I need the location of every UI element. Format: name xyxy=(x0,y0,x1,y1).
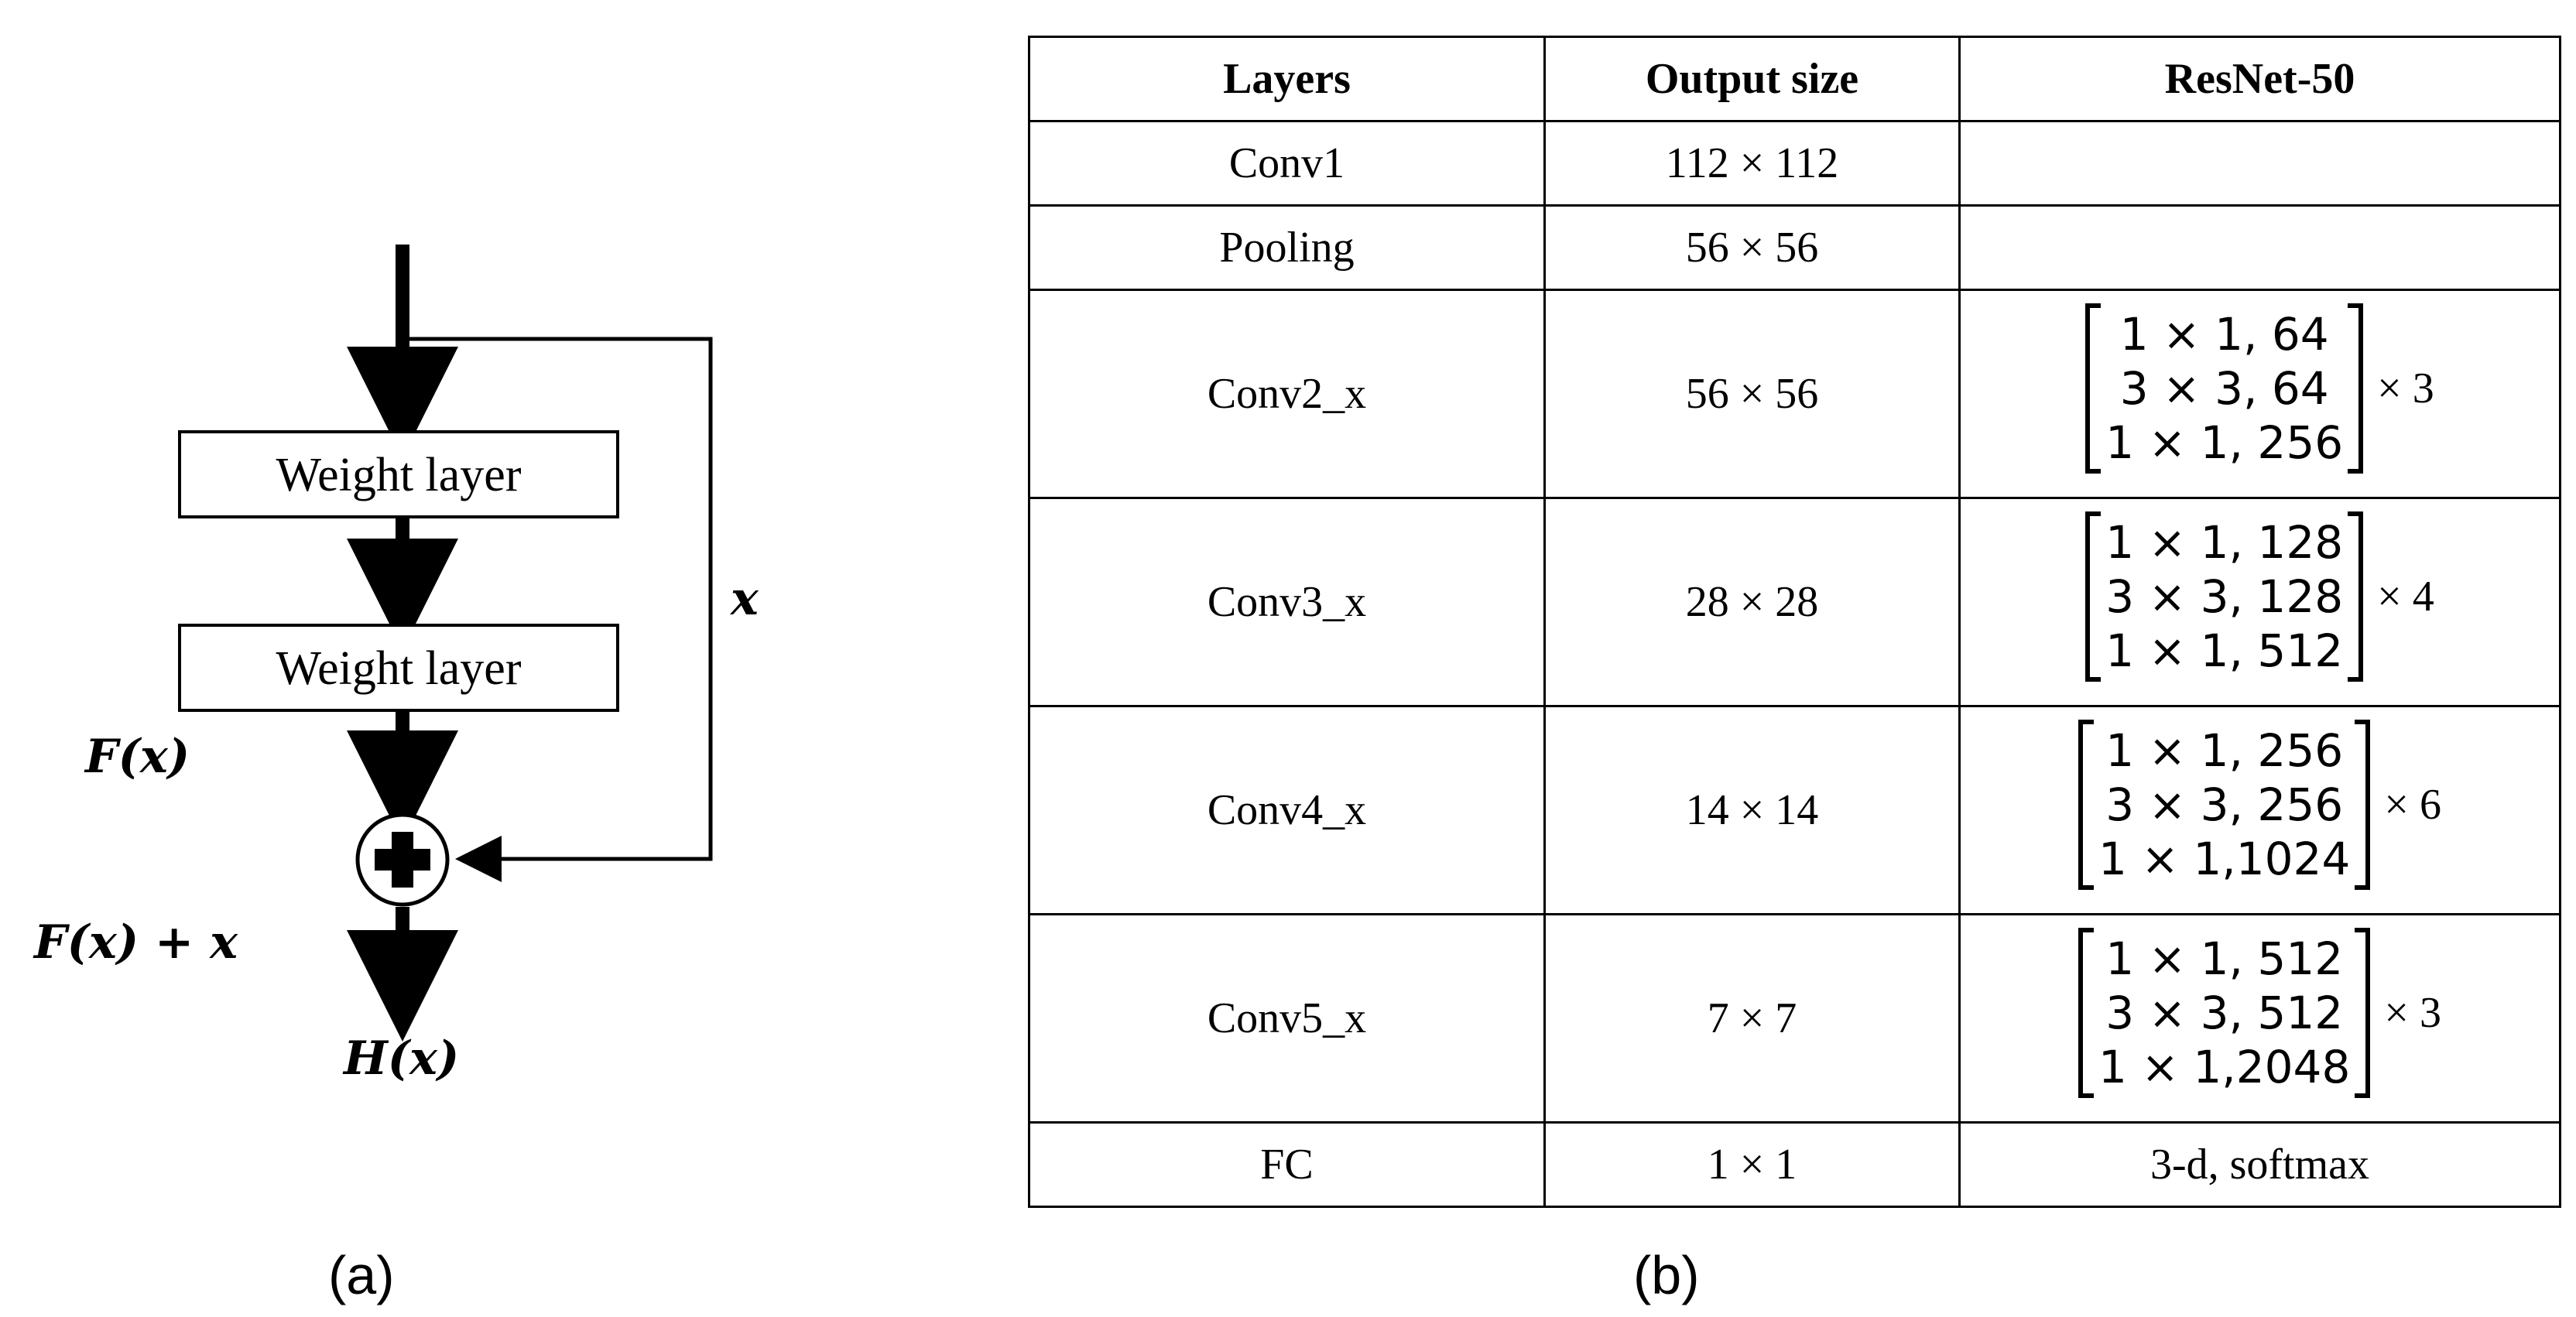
bottleneck-block: 1 × 1, 512 3 × 3, 512 1 × 1,2048 × 3 xyxy=(2078,928,2441,1098)
left-bracket xyxy=(2085,511,2102,682)
resnet-config-cell xyxy=(1958,120,2561,207)
layer-name-cell: Pooling xyxy=(1028,204,1546,291)
bottleneck-block: 1 × 1, 256 3 × 3, 256 1 × 1,1024 × 6 xyxy=(2078,720,2441,890)
column-header-layers: Layers xyxy=(1028,36,1546,122)
block-line: 1 × 1, 256 xyxy=(2105,724,2344,777)
output-size-cell: 56 × 56 xyxy=(1543,289,1961,499)
weight-layer-label-2: Weight layer xyxy=(276,642,522,695)
output-size-cell: 112 × 112 xyxy=(1543,120,1961,207)
sum-label: F(x) + x xyxy=(33,915,238,970)
block-line: 3 × 3, 64 xyxy=(2119,362,2329,415)
block-matrix: 1 × 1, 128 3 × 3, 128 1 × 1, 512 xyxy=(2101,516,2348,677)
weight-layer-label-1: Weight layer xyxy=(276,449,522,501)
table-row: Conv2_x 56 × 56 1 × 1, 64 3 × 3, 64 1 × … xyxy=(1028,289,2561,499)
table-row: Conv5_x 7 × 7 1 × 1, 512 3 × 3, 512 1 × … xyxy=(1028,913,2561,1124)
output-size-cell: 56 × 56 xyxy=(1543,204,1961,291)
column-header-output-size: Output size xyxy=(1543,36,1961,122)
panel-label-a: (a) xyxy=(328,1245,395,1305)
table-header-row: Layers Output size ResNet-50 xyxy=(1028,36,2561,122)
block-line: 1 × 1,1024 xyxy=(2098,833,2351,885)
column-header-resnet50: ResNet-50 xyxy=(1958,36,2561,122)
block-repeat: × 4 xyxy=(2377,573,2434,621)
output-label: H(x) xyxy=(342,1031,459,1086)
output-size-cell: 1 × 1 xyxy=(1543,1121,1961,1208)
resnet-config-cell: 1 × 1, 64 3 × 3, 64 1 × 1, 256 × 3 xyxy=(1958,289,2561,499)
plus-icon xyxy=(375,832,430,888)
resnet-config-cell: 1 × 1, 256 3 × 3, 256 1 × 1,1024 × 6 xyxy=(1958,705,2561,915)
block-repeat: × 6 xyxy=(2384,781,2441,829)
residual-block-diagram: Weight layer Weight layer x F(x) F(x) + … xyxy=(33,245,759,1086)
resnet-config-cell: 1 × 1, 128 3 × 3, 128 1 × 1, 512 × 4 xyxy=(1958,497,2561,707)
bottleneck-block: 1 × 1, 128 3 × 3, 128 1 × 1, 512 × 4 xyxy=(2085,511,2434,682)
block-line: 1 × 1,2048 xyxy=(2098,1041,2351,1093)
block-line: 1 × 1, 512 xyxy=(2105,624,2344,677)
block-line: 3 × 3, 256 xyxy=(2105,778,2344,831)
right-bracket xyxy=(2355,720,2371,890)
layer-name-cell: Conv4_x xyxy=(1028,705,1546,915)
block-repeat: × 3 xyxy=(2384,989,2441,1037)
layer-name-cell: Conv2_x xyxy=(1028,289,1546,499)
block-matrix: 1 × 1, 256 3 × 3, 256 1 × 1,1024 xyxy=(2094,724,2355,885)
layer-name-cell: Conv1 xyxy=(1028,120,1546,207)
output-size-cell: 14 × 14 xyxy=(1543,705,1961,915)
table-row: Pooling 56 × 56 xyxy=(1028,204,2561,291)
block-line: 3 × 3, 128 xyxy=(2105,570,2344,623)
block-repeat: × 3 xyxy=(2377,364,2434,412)
layer-name-cell: Conv5_x xyxy=(1028,913,1546,1124)
block-line: 1 × 1, 256 xyxy=(2105,416,2344,469)
right-bracket xyxy=(2355,928,2371,1098)
panel-label-b: (b) xyxy=(1633,1245,1700,1305)
block-matrix: 1 × 1, 512 3 × 3, 512 1 × 1,2048 xyxy=(2094,932,2355,1093)
residual-function-label: F(x) xyxy=(84,730,190,784)
block-line: 3 × 3, 512 xyxy=(2105,987,2344,1039)
bottleneck-block: 1 × 1, 64 3 × 3, 64 1 × 1, 256 × 3 xyxy=(2085,303,2434,474)
block-line: 1 × 1, 64 xyxy=(2119,308,2329,361)
layer-name-cell: Conv3_x xyxy=(1028,497,1546,707)
left-bracket xyxy=(2078,928,2095,1098)
resnet50-architecture-table: Layers Output size ResNet-50 Conv1 112 ×… xyxy=(1028,36,2561,1208)
table-row: Conv4_x 14 × 14 1 × 1, 256 3 × 3, 256 1 … xyxy=(1028,705,2561,915)
left-bracket xyxy=(2085,303,2102,474)
right-bracket xyxy=(2348,511,2364,682)
output-size-cell: 28 × 28 xyxy=(1543,497,1961,707)
table-row: Conv3_x 28 × 28 1 × 1, 128 3 × 3, 128 1 … xyxy=(1028,497,2561,707)
table-row: Conv1 112 × 112 xyxy=(1028,120,2561,207)
left-bracket xyxy=(2078,720,2095,890)
output-size-cell: 7 × 7 xyxy=(1543,913,1961,1124)
block-line: 1 × 1, 512 xyxy=(2105,932,2344,985)
identity-label: x xyxy=(729,572,759,626)
weight-layer-box-2 xyxy=(178,624,619,712)
table-row: FC 1 × 1 3-d, softmax xyxy=(1028,1121,2561,1208)
layer-name-cell: FC xyxy=(1028,1121,1546,1208)
block-matrix: 1 × 1, 64 3 × 3, 64 1 × 1, 256 xyxy=(2101,308,2348,469)
skip-connection xyxy=(402,337,713,882)
right-bracket xyxy=(2348,303,2364,474)
resnet-config-cell xyxy=(1958,204,2561,291)
resnet-config-cell: 3-d, softmax xyxy=(1958,1121,2561,1208)
weight-layer-box-1 xyxy=(178,430,619,518)
block-line: 1 × 1, 128 xyxy=(2105,516,2344,569)
resnet-config-cell: 1 × 1, 512 3 × 3, 512 1 × 1,2048 × 3 xyxy=(1958,913,2561,1124)
